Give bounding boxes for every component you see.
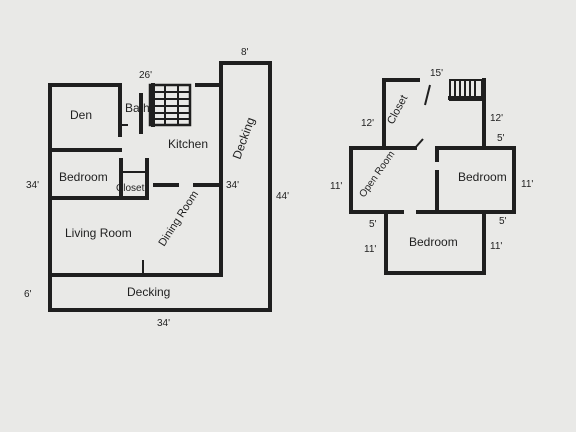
second-floor-plan: [349, 78, 516, 275]
dining-room-label: Dining Room: [156, 189, 201, 249]
first-floor-outer-walls: [48, 61, 272, 312]
dim2-bottom-left: 11': [364, 244, 376, 255]
first-floor-plan: [48, 61, 272, 312]
bedroom-label: Bedroom: [59, 170, 108, 184]
den-label: Den: [70, 108, 92, 122]
dim-inner-height: 34': [226, 180, 239, 191]
dim2-bottom-right: 11': [490, 241, 502, 252]
dim-top-width: 26': [139, 70, 152, 81]
closet-label: Closet: [116, 183, 145, 194]
closet-diagonal-wall: [414, 138, 424, 149]
bath-label: Bath: [125, 101, 150, 115]
dim-left-height: 34': [26, 180, 39, 191]
first-floor-stairs: [148, 83, 192, 127]
dim2-left-step: 5': [369, 219, 377, 230]
bedroom-bottom-label: Bedroom: [409, 235, 458, 249]
dim2-top-width: 15': [430, 68, 443, 79]
upstairs-closet-label: Closet: [385, 93, 410, 126]
open-room-label: Open Room: [357, 149, 397, 199]
closet-door-swing: [424, 84, 431, 106]
dim2-inner-step: 5': [499, 216, 507, 227]
dim2-right-step: 5': [497, 133, 505, 144]
second-floor-stairs: [448, 79, 484, 101]
dim2-right-side: 11': [521, 179, 533, 190]
dim2-left-upper: 12': [361, 118, 374, 129]
dim2-right-upper: 12': [490, 113, 503, 124]
decking-side-label: Decking: [230, 115, 258, 161]
bedroom-right-label: Bedroom: [458, 170, 507, 184]
dim-deck-depth: 6': [24, 289, 32, 300]
dim-deck-width: 8': [241, 47, 249, 58]
dim-total-height: 44': [276, 191, 289, 202]
decking-bottom-label: Decking: [127, 285, 170, 299]
living-room-label: Living Room: [65, 226, 132, 240]
dim-bottom-width: 34': [157, 318, 170, 329]
kitchen-label: Kitchen: [168, 137, 208, 151]
dim2-left-side: 11': [330, 181, 342, 192]
